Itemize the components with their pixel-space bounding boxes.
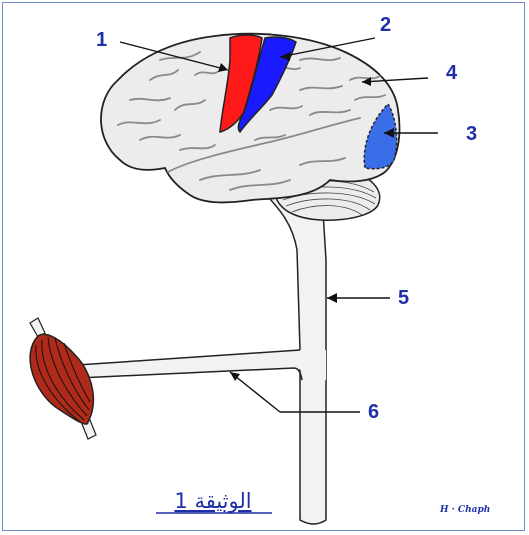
label-3: 3	[466, 123, 477, 145]
label-2: 2	[380, 14, 391, 36]
label-4: 4	[446, 62, 458, 84]
label-5: 5	[398, 287, 409, 309]
pointer-6-diag	[230, 372, 280, 412]
label-1: 1	[96, 29, 107, 51]
arrowhead-5	[327, 293, 337, 303]
figure-caption: الوثيقة 1	[174, 489, 251, 513]
author-signature: H · Chaph	[439, 505, 490, 515]
muscle	[30, 318, 96, 439]
label-6: 6	[368, 401, 379, 423]
cerebrum	[101, 34, 399, 203]
